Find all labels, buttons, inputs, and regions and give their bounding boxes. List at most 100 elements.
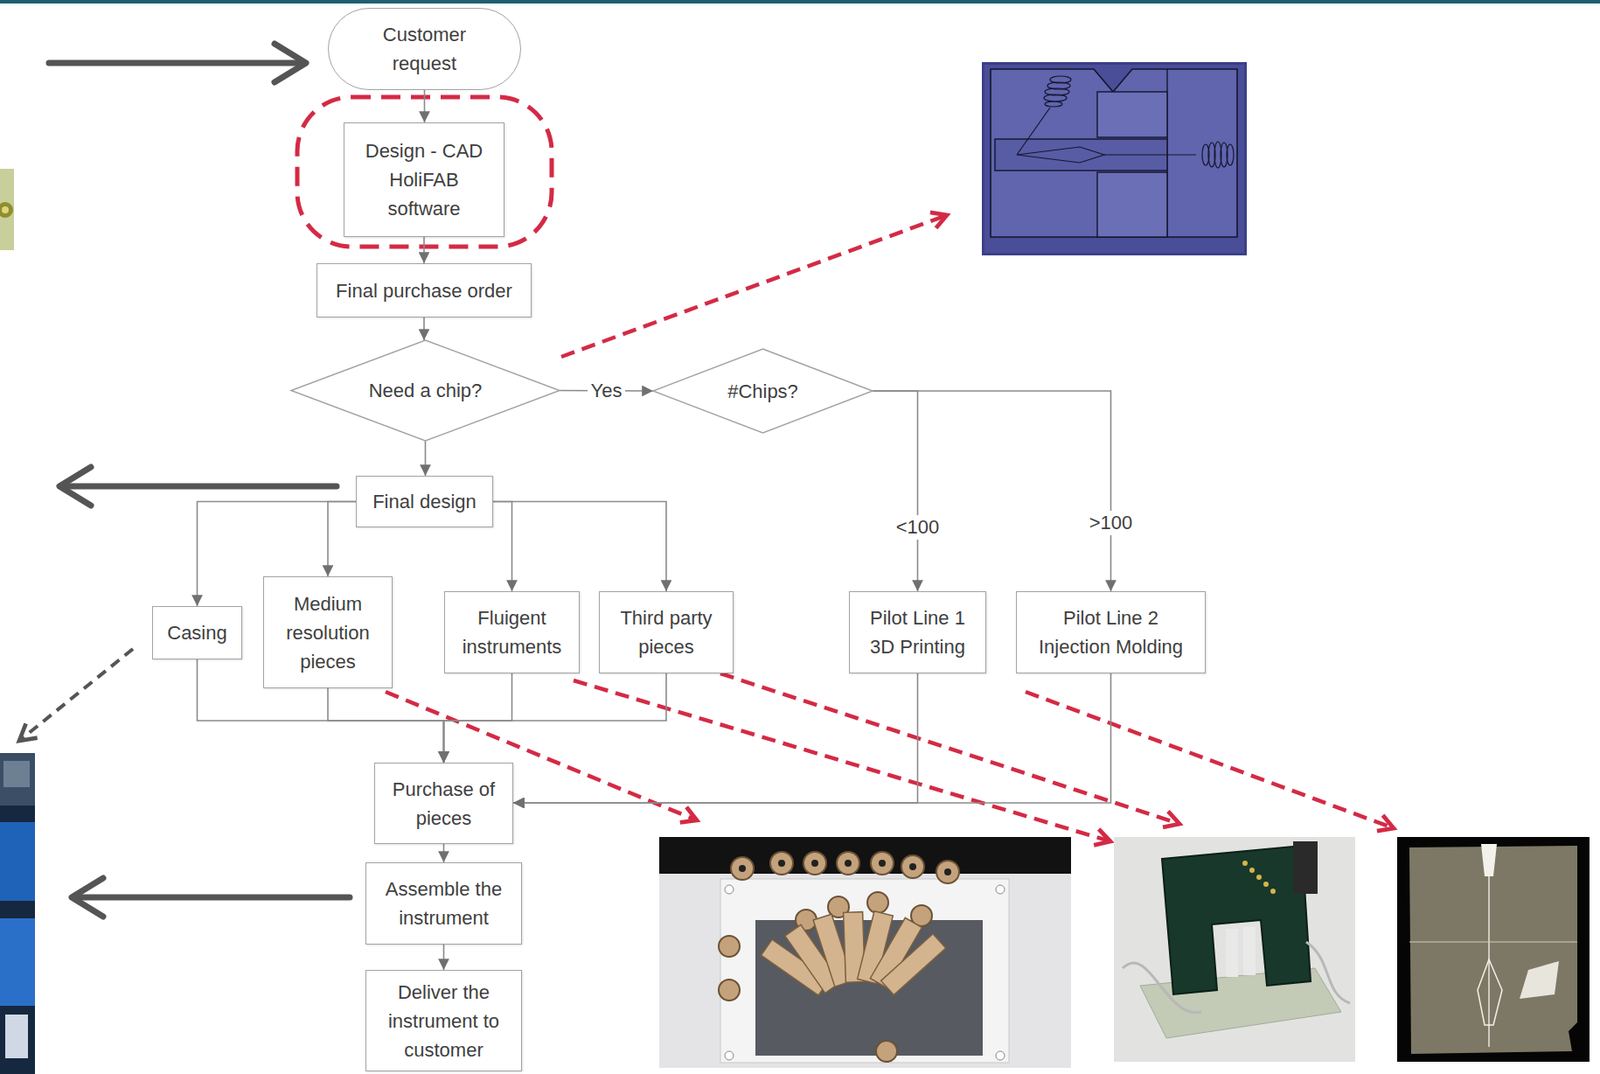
cad-render	[981, 62, 1247, 256]
flow-connector	[513, 673, 1112, 803]
edge-label: Yes	[587, 378, 627, 404]
flow-connector	[443, 944, 446, 970]
partial-photo	[0, 821, 35, 901]
instrument-photo	[724, 884, 734, 894]
context-arrow	[48, 43, 307, 83]
flow-connector	[872, 390, 1112, 592]
flow-connector	[424, 90, 426, 123]
context-arrow	[59, 466, 91, 506]
instrument-photo	[770, 851, 794, 875]
instrument-photo	[936, 860, 960, 884]
electronics-photo	[1293, 841, 1318, 894]
electronics-photo	[1256, 874, 1262, 880]
node-text: Fluigent instruments	[452, 603, 571, 661]
electronics-photo	[1161, 845, 1311, 995]
context-arrow	[48, 60, 303, 67]
instrument-photo	[881, 933, 947, 995]
process-box: Fluigent instruments	[444, 591, 580, 674]
node-label: Third party pieces	[607, 603, 725, 661]
instrument-photo	[867, 891, 889, 913]
instrument-photo	[720, 878, 1009, 1063]
context-arrow	[274, 43, 307, 83]
process-box: Casing	[152, 605, 243, 660]
diamond-outline	[653, 348, 873, 433]
node-label: #Chips?	[727, 376, 799, 406]
instrument-photo	[659, 836, 1072, 1068]
instrument-photo	[718, 851, 960, 1062]
connector-group	[197, 90, 1112, 970]
partial-photo	[0, 752, 35, 1074]
partial-photo	[0, 918, 35, 1006]
process-box: Deliver the instrument to customer	[365, 969, 522, 1072]
instrument-photo	[718, 935, 740, 957]
process-box: Third party pieces	[598, 591, 734, 674]
process-box: Final purchase order	[316, 263, 532, 318]
node-label: Deliver the instrument to customer	[374, 977, 514, 1065]
context-arrow	[62, 483, 337, 490]
node-label: Purchase of pieces	[382, 774, 505, 833]
node-label: Final design	[372, 486, 477, 516]
instrument-photo	[811, 859, 819, 867]
process-box: Pilot Line 1 3D Printing	[848, 591, 987, 674]
dashed-pointer	[573, 680, 1111, 842]
cad-render	[1043, 76, 1234, 168]
cad-render	[1043, 94, 1067, 102]
node-label: Assemble the instrument	[374, 874, 514, 933]
electronics-photo	[1122, 962, 1202, 1013]
process-box: Final design	[355, 475, 494, 528]
node-label: Casing	[166, 618, 227, 647]
flow-connector	[327, 501, 356, 578]
flow-connector	[443, 843, 446, 863]
instrument-photo	[995, 884, 1005, 894]
instrument-photo	[738, 859, 952, 876]
dashed-pointer	[385, 215, 1394, 842]
node-text: Third party pieces	[607, 603, 725, 661]
partial-photo	[0, 752, 35, 1074]
context-arrow	[59, 466, 337, 506]
electronics-photo	[1263, 881, 1269, 887]
flow-connector	[424, 440, 427, 476]
instrument-photo	[909, 862, 917, 870]
instrument-photo	[876, 1040, 898, 1062]
instrument-photo	[870, 851, 894, 875]
node-text: Final purchase order	[335, 276, 513, 306]
chip-photo	[1397, 836, 1590, 1062]
chip-photo	[1481, 843, 1497, 877]
cad-render	[1016, 107, 1051, 155]
chip-photo	[1519, 960, 1559, 999]
node-text: Need a chip?	[368, 375, 483, 405]
context-arrow	[71, 877, 350, 917]
node-label: Medium resolution pieces	[271, 589, 384, 676]
decision-diamond: Need a chip?	[291, 340, 560, 441]
edge-label: >100	[1085, 510, 1137, 536]
instrument-photo	[718, 979, 740, 1001]
partial-photo	[1, 206, 9, 214]
node-label: Design - CAD HoliFAB software	[354, 136, 494, 223]
node-label: Pilot Line 1 3D Printing	[857, 603, 978, 661]
partial-photo	[0, 168, 14, 251]
dashed-pointer	[1025, 691, 1394, 828]
process-box: Purchase of pieces	[374, 762, 514, 844]
chip-photo	[1477, 959, 1503, 1025]
flow-connector	[493, 501, 667, 592]
node-label: Need a chip?	[368, 375, 483, 405]
cad-render	[1104, 153, 1197, 155]
partial-photo	[0, 752, 35, 806]
cad-render	[984, 64, 1245, 253]
cad-render	[981, 62, 1247, 256]
node-label: Final purchase order	[335, 276, 513, 306]
process-box: Medium resolution pieces	[263, 576, 393, 689]
instrument-photo	[659, 836, 1072, 874]
instrument-photo	[995, 1050, 1005, 1060]
node-label: Customer request	[368, 20, 482, 78]
node-text: Pilot Line 2 Injection Molding	[1025, 603, 1197, 661]
electronics-photo	[1270, 888, 1276, 894]
node-text: Pilot Line 1 3D Printing	[857, 603, 978, 661]
node-text: #Chips?	[727, 376, 799, 406]
partial-photo	[5, 1014, 28, 1058]
electronics-photo	[1225, 928, 1239, 977]
node-label: Fluigent instruments	[452, 603, 571, 661]
